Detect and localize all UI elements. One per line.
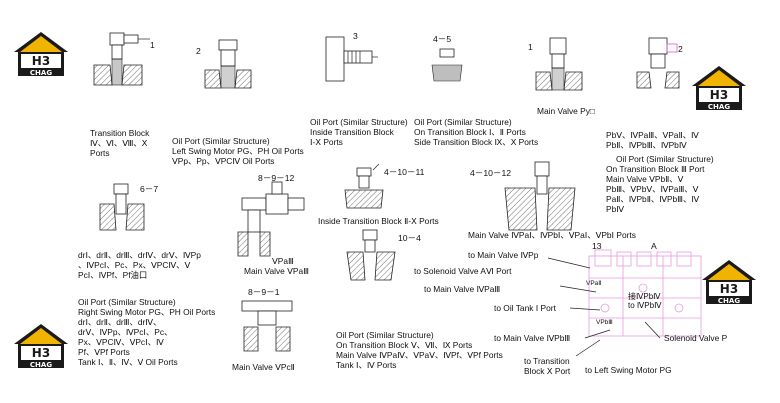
callout-2: 2: [196, 46, 201, 56]
oil-port-inside-label: Oil Port (Similar Structure) Inside Tran…: [310, 117, 408, 147]
to-main-valve-ivpp-label: to Main Valve ⅣPp: [468, 250, 539, 260]
tee-fitting-8-9-12: [237, 181, 305, 257]
to-left-swing-label: to Left Swing Motor PG: [585, 365, 672, 375]
fitting-figure-1: [93, 32, 150, 86]
callout-8-9-12: 8－9－12: [258, 173, 295, 183]
callout-8-9-1: 8－9－1: [248, 287, 280, 297]
transition-block-label: Transition Block Ⅳ、Ⅵ、Ⅷ、Ⅹ Ports: [90, 128, 150, 158]
callout-1b: 1: [528, 42, 533, 52]
fitting-figure-1b: [535, 37, 583, 91]
annotation-to-ivpbiv: to ⅣPbⅣ: [628, 301, 662, 310]
main-valve-py-label: Main Valve Py□: [537, 106, 595, 116]
main-valve-vpaiii-label: ⅤPaⅢ Main Valve ⅤPaⅢ: [244, 256, 309, 276]
oil-port-left-swing-label: Oil Port (Similar Structure) Left Swing …: [172, 136, 304, 166]
oil-port-right-swing-label: Oil Port (Similar Structure) Right Swing…: [78, 297, 216, 367]
to-oil-tank-label: to Oil Tank Ⅰ Port: [494, 303, 556, 313]
callout-2b: 2: [678, 44, 683, 54]
to-main-valve-ivpaiii-label: to Main Valve ⅣPaⅢ: [424, 284, 501, 294]
to-transition-block-x-label: to Transition Block Ⅹ Port: [524, 356, 571, 376]
oil-port-block-vi-label: Oil Port (Similar Structure) On Transiti…: [336, 330, 503, 370]
fitting-figure-2b: [636, 37, 680, 89]
oil-port-on-transition-label: Oil Port (Similar Structure) On Transiti…: [414, 117, 539, 147]
callout-4-10-11: 4－10－11: [384, 167, 425, 177]
dr-list-label: drⅠ、drⅡ、drⅢ、drⅣ、drⅤ、ⅣPp 、ⅣPcⅠ、Pc、Px、ⅤPCⅣ…: [78, 250, 201, 280]
annotation-vpaii: VPaⅡ: [586, 280, 602, 287]
fitting-figure-6-7: [99, 183, 145, 231]
fitting-figure-4-10-11: [344, 163, 384, 209]
fitting-figure-10-4: [346, 229, 396, 281]
tee-fitting-8-9-1: [241, 300, 293, 352]
fitting-figure-4-10-12: [504, 161, 576, 231]
main-valve-ivpai-label: Main Valve ⅣPaⅠ、ⅣPbⅠ、ⅤPaⅠ、ⅤPbⅠ Ports: [468, 230, 636, 240]
plug-figure-4-5: [431, 48, 463, 82]
callout-4-5: 4－5: [433, 34, 452, 44]
fitting-figure-2: [204, 39, 252, 89]
callout-4-10-12: 4－10－12: [470, 168, 512, 178]
to-main-valve-ivpbiii-label: to Main Valve ⅣPbⅢ: [494, 333, 571, 343]
main-valve-block-diagram: [588, 249, 702, 337]
plug-figure-3: [325, 36, 378, 82]
oil-port-block-iii-label: Oil Port (Similar Structure) On Transiti…: [606, 154, 714, 214]
callout-3: 3: [353, 31, 358, 41]
callout-13: 13: [592, 241, 602, 251]
main-valve-vpcii-label: Main Valve ⅤPcⅡ: [232, 362, 295, 372]
annotation-ivpbiv-cn: 接ⅣPbⅣ: [628, 292, 661, 301]
callout-A: A: [651, 241, 657, 251]
callout-1: 1: [150, 40, 155, 50]
annotation-vpbiii: VPbⅢ: [596, 319, 613, 326]
inside-block-ii-x-label: Inside Transition Block Ⅱ-Ⅹ Ports: [318, 216, 439, 226]
to-solenoid-valve-avi-label: to Solenoid Valve AⅥ Port: [414, 266, 512, 276]
pb-list-label: PbⅤ、ⅣPaⅢ、ⅤPaⅡ、Ⅳ PbⅡ、ⅣPbⅢ、ⅣPbⅣ: [606, 130, 699, 150]
callout-6-7: 6－7: [140, 184, 159, 194]
solenoid-valve-p-label: Solenoid Valve P: [664, 333, 728, 343]
callout-10-4: 10－4: [398, 233, 421, 243]
